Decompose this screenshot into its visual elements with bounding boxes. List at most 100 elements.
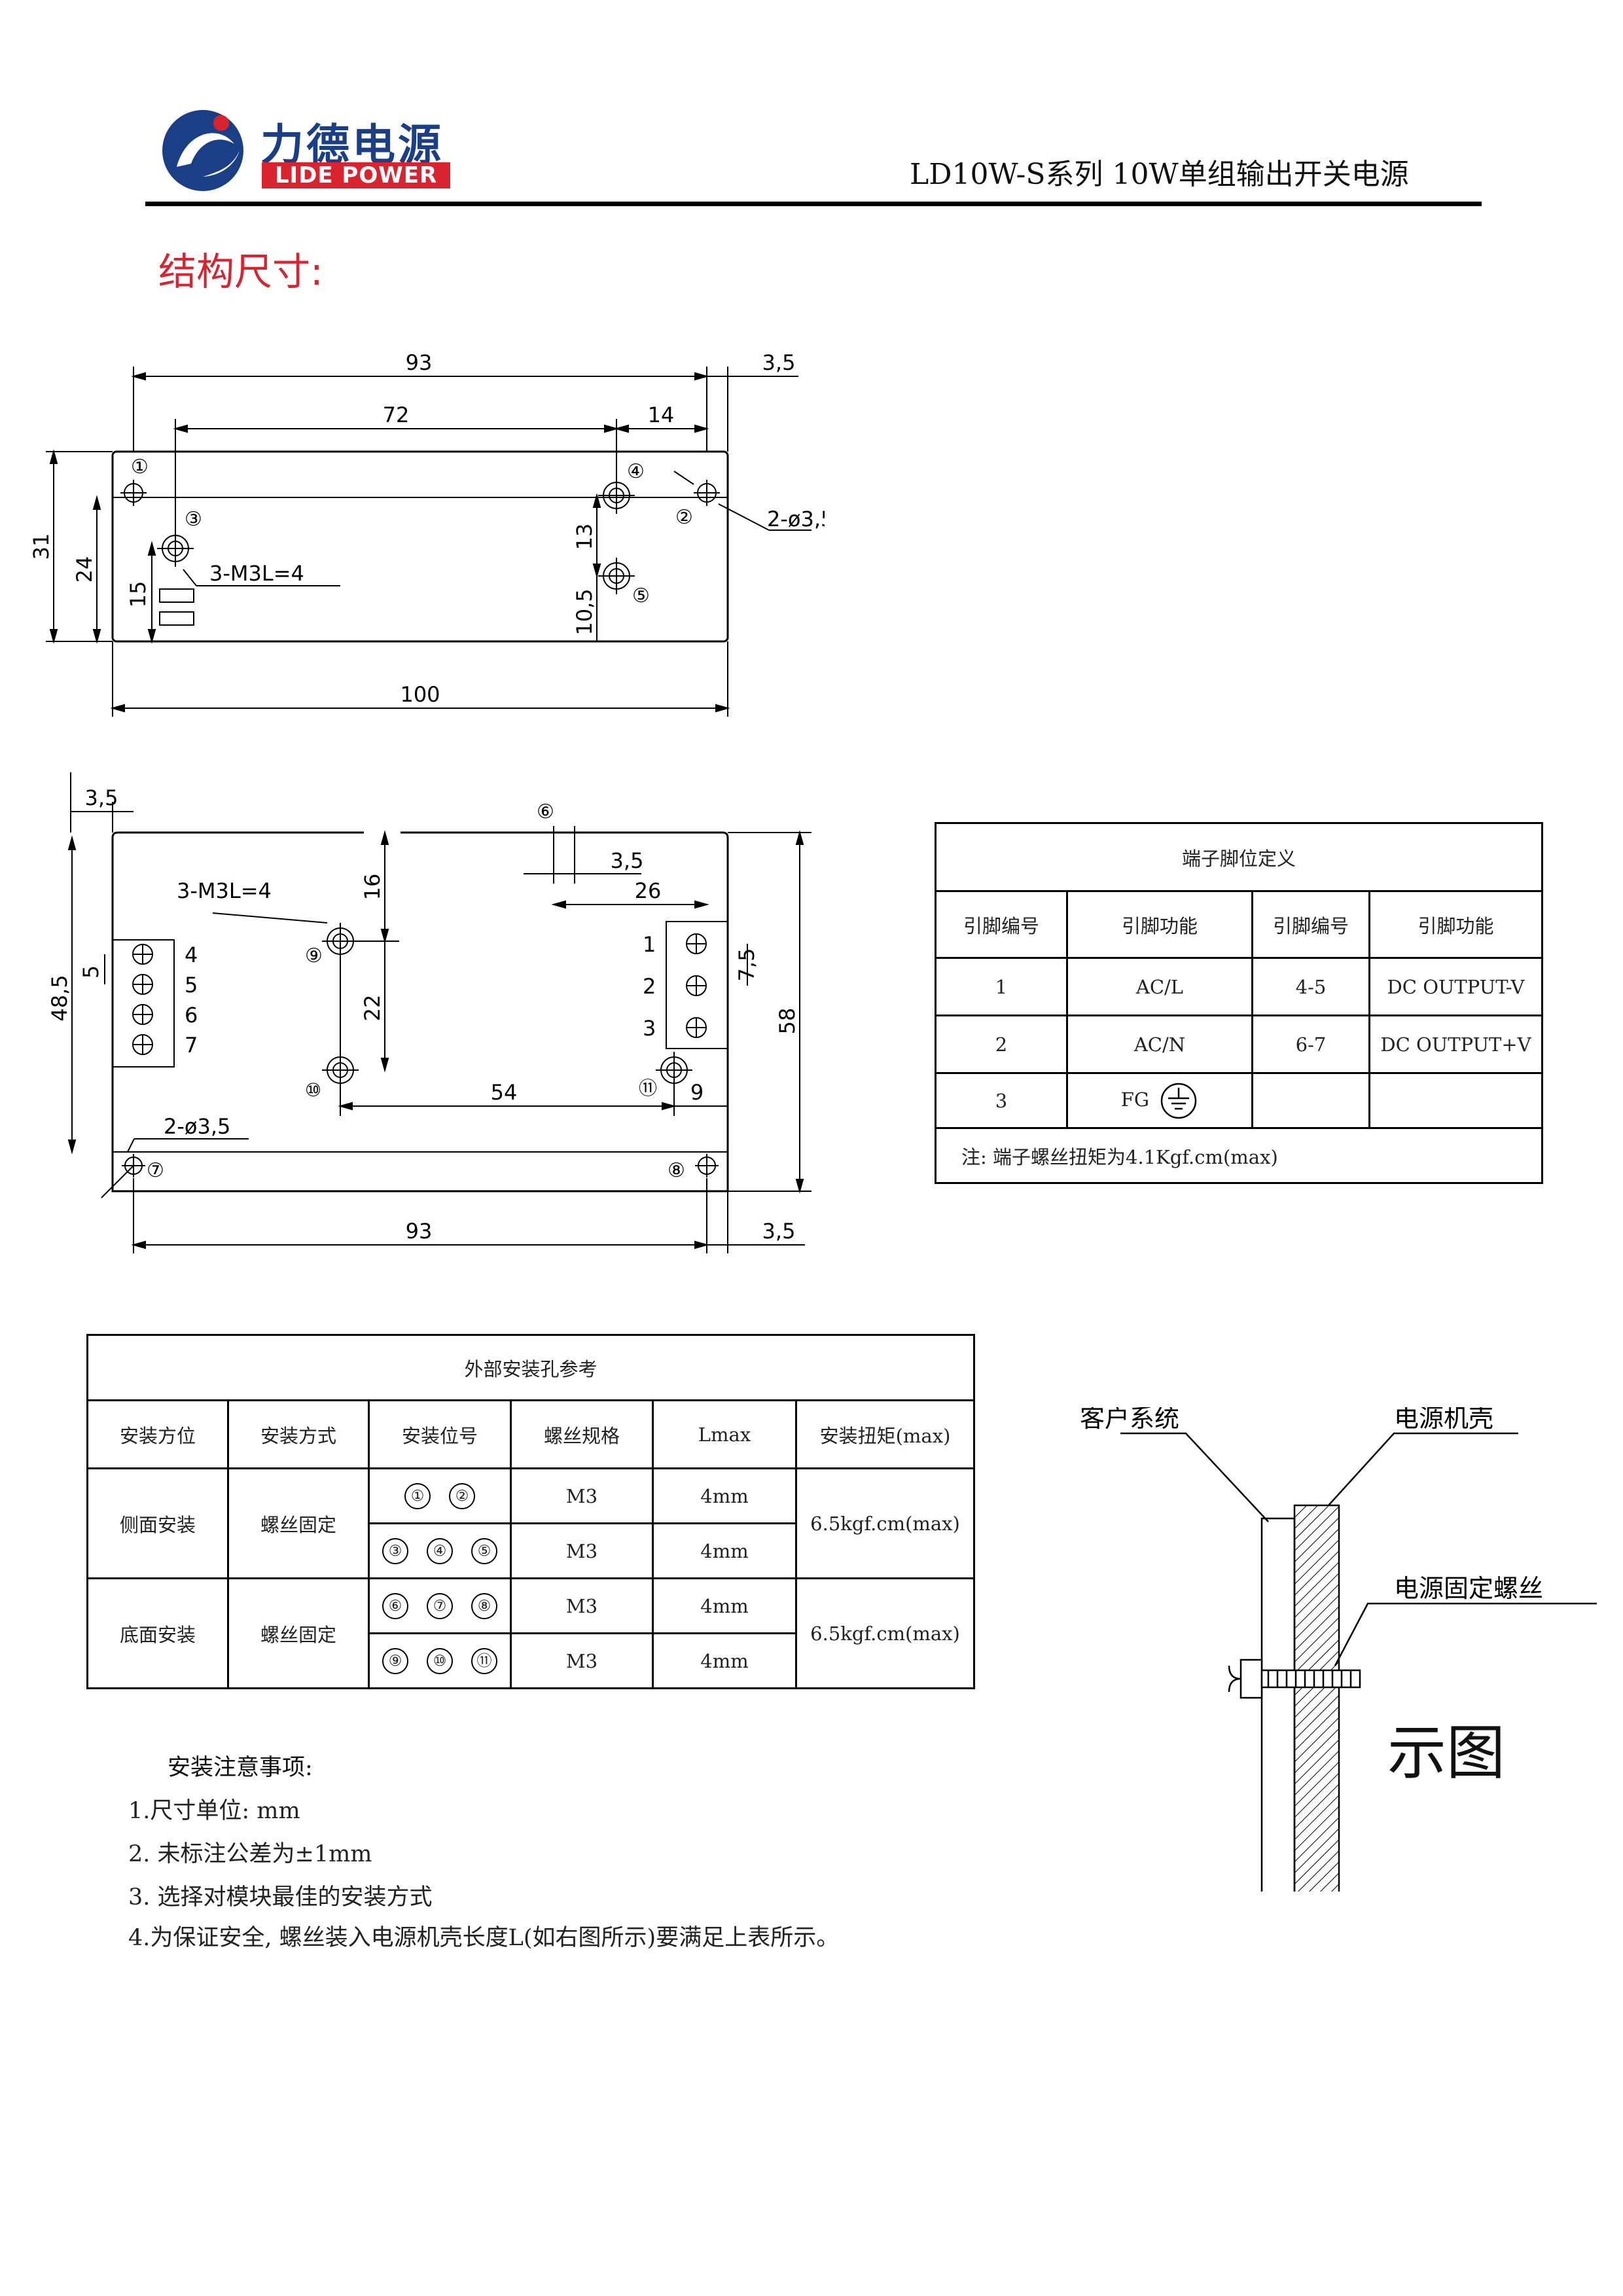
- right-terminal-2: 2: [643, 974, 656, 999]
- marker-7: ⑦: [147, 1159, 164, 1182]
- position-marker: ⑪: [471, 1647, 497, 1674]
- marker-2: ②: [675, 506, 693, 529]
- marker-3: ③: [185, 508, 202, 531]
- mount-header: Lmax: [652, 1399, 797, 1469]
- mount-lmax: 4mm: [652, 1632, 797, 1689]
- dim-72: 72: [383, 403, 410, 427]
- note-item: 4.为保证安全, 螺丝装入电源机壳长度L(如右图所示)要满足上表所示。: [128, 1925, 840, 1951]
- dim-54: 54: [491, 1080, 518, 1105]
- position-marker: ①: [404, 1482, 431, 1509]
- pin-cell: AC/L: [1066, 957, 1253, 1016]
- label-3-m3l4-top: 3-M3L=4: [209, 561, 304, 586]
- dim-3-5-top: 3,5: [762, 350, 796, 375]
- front-view-drawing: 3,5 ⑥ 3,5 26 16 22 54 9 3-M3L=4 ⑨ ⑩ ⑪ 4 …: [47, 772, 812, 1253]
- position-marker: ⑦: [427, 1592, 453, 1619]
- left-terminal-4: 4: [185, 942, 198, 967]
- screw-mounting-diagram: 客户系统 电源机壳 电源固定螺丝 L: [1080, 1407, 1597, 1892]
- dim-31: 31: [29, 533, 54, 560]
- note-item: 2. 未标注公差为±1mm: [128, 1841, 372, 1867]
- pin-header-number-2: 引脚编号: [1251, 890, 1370, 959]
- marker-11: ⑪: [639, 1077, 657, 1099]
- position-marker: ③: [382, 1537, 408, 1564]
- marker-8: ⑧: [668, 1159, 685, 1182]
- marker-5: ⑤: [632, 584, 650, 607]
- pin-header-number-1: 引脚编号: [935, 890, 1068, 959]
- left-terminal-5: 5: [185, 973, 198, 997]
- dim-3-5-front-left: 3,5: [85, 785, 118, 810]
- pin-table-title: 端子脚位定义: [935, 822, 1543, 892]
- dim-10-5: 10,5: [572, 588, 597, 635]
- dim-13: 13: [572, 524, 597, 550]
- mount-method: 螺丝固定: [227, 1467, 370, 1579]
- dim-15: 15: [126, 581, 151, 608]
- position-marker: ⑤: [471, 1537, 497, 1564]
- mount-spec: M3: [510, 1632, 654, 1689]
- dim-100: 100: [400, 682, 440, 707]
- pin-cell: AC/N: [1066, 1014, 1253, 1074]
- document-title: LD10W-S系列 10W单组输出开关电源: [910, 158, 1409, 191]
- mounting-hole-table: 外部安装孔参考 安装方位 安装方式 安装位号 螺丝规格 Lmax 安装扭矩(ma…: [86, 1334, 975, 1689]
- pin-table-note: 注: 端子螺丝扭矩为4.1Kgf.cm(max): [935, 1127, 1543, 1184]
- pin-cell: 4-5: [1251, 957, 1370, 1016]
- header-rule: [145, 202, 1482, 206]
- mount-lmax: 4mm: [652, 1577, 797, 1634]
- mount-header: 安装位号: [368, 1399, 512, 1469]
- dim-93-front: 93: [406, 1219, 433, 1244]
- mount-table-title: 外部安装孔参考: [86, 1334, 975, 1401]
- pin-cell: 2: [935, 1014, 1068, 1074]
- mount-spec: M3: [510, 1467, 654, 1524]
- dim-22: 22: [360, 995, 385, 1022]
- mount-header: 安装方式: [227, 1399, 370, 1469]
- marker-4: ④: [627, 460, 645, 483]
- pin-header-function-1: 引脚功能: [1066, 890, 1253, 959]
- pin-cell: 3: [935, 1072, 1068, 1129]
- label-2-hole-front: 2-ø3,5: [164, 1114, 230, 1139]
- pin-cell: DC OUTPUT+V: [1368, 1014, 1543, 1074]
- dim-26: 26: [635, 878, 662, 903]
- dim-48-5: 48,5: [47, 975, 72, 1021]
- pin-cell: [1251, 1072, 1370, 1129]
- notes-title: 安装注意事项:: [168, 1755, 313, 1781]
- pin-header-function-2: 引脚功能: [1368, 890, 1543, 959]
- left-terminal-7: 7: [185, 1033, 198, 1058]
- fg-label: FG: [1120, 1088, 1150, 1111]
- logo-english-name: LIDE POWER: [262, 162, 450, 188]
- section-title: 结构尺寸:: [158, 249, 323, 294]
- label-3-m3l4-front: 3-M3L=4: [177, 878, 272, 903]
- mount-spec: M3: [510, 1522, 654, 1579]
- position-marker: ⑨: [382, 1647, 408, 1674]
- mount-header: 安装方位: [86, 1399, 229, 1469]
- dim-7-5: 7,5: [734, 948, 759, 982]
- mount-torque: 6.5kgf.cm(max): [795, 1577, 975, 1689]
- dim-5: 5: [79, 965, 103, 978]
- logo-icon: [162, 110, 243, 191]
- marker-9: ⑨: [305, 944, 323, 967]
- label-power-case: 电源机壳: [1394, 1407, 1493, 1433]
- mount-header: 螺丝规格: [510, 1399, 654, 1469]
- dim-14: 14: [648, 403, 675, 427]
- position-marker: ④: [427, 1537, 453, 1564]
- dim-9: 9: [690, 1080, 704, 1105]
- pin-cell: 1: [935, 957, 1068, 1016]
- mount-header: 安装扭矩(max): [795, 1399, 975, 1469]
- pin-cell: DC OUTPUT-V: [1368, 957, 1543, 1016]
- mount-orientation: 侧面安装: [86, 1467, 229, 1579]
- logo-chinese-name: 力德电源: [260, 120, 444, 170]
- top-view-drawing: 93 3,5 72 14 100 31 24 15 13 10,5 3-M3L=…: [29, 350, 825, 717]
- diagram-caption: 示图: [1387, 1719, 1505, 1787]
- position-marker: ⑧: [471, 1592, 497, 1619]
- left-terminal-6: 6: [185, 1003, 198, 1028]
- position-marker: ②: [449, 1482, 475, 1509]
- mount-lmax: 4mm: [652, 1467, 797, 1524]
- label-2-hole-top: 2-ø3,5: [767, 507, 825, 531]
- ground-icon: [1161, 1083, 1197, 1119]
- dim-16: 16: [360, 874, 385, 901]
- note-item: 1.尺寸单位: mm: [128, 1798, 300, 1824]
- position-marker: ⑥: [382, 1592, 408, 1619]
- marker-6: ⑥: [537, 800, 554, 823]
- mount-method: 螺丝固定: [227, 1577, 370, 1689]
- note-item: 3. 选择对模块最佳的安装方式: [128, 1884, 433, 1910]
- label-customer-system: 客户系统: [1080, 1407, 1179, 1433]
